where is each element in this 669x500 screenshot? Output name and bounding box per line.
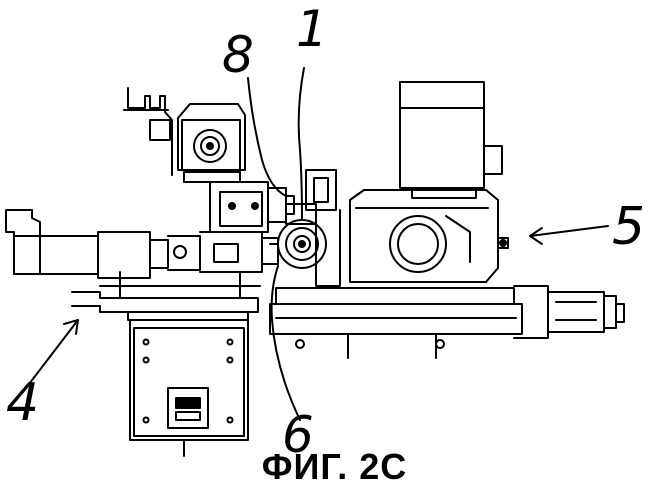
left-drive-motor <box>6 210 278 278</box>
right-base-rail <box>270 286 624 358</box>
figure-caption: ФИГ. 2C <box>0 446 669 488</box>
label-5: 5 <box>612 197 645 257</box>
upper-gear-unit <box>124 88 245 182</box>
label-1: 1 <box>296 0 328 58</box>
middle-gearbox <box>210 182 294 232</box>
label-4: 4 <box>6 373 39 433</box>
left-base-table <box>72 272 260 456</box>
label-8: 8 <box>222 26 254 84</box>
right-main-motor <box>350 82 508 282</box>
